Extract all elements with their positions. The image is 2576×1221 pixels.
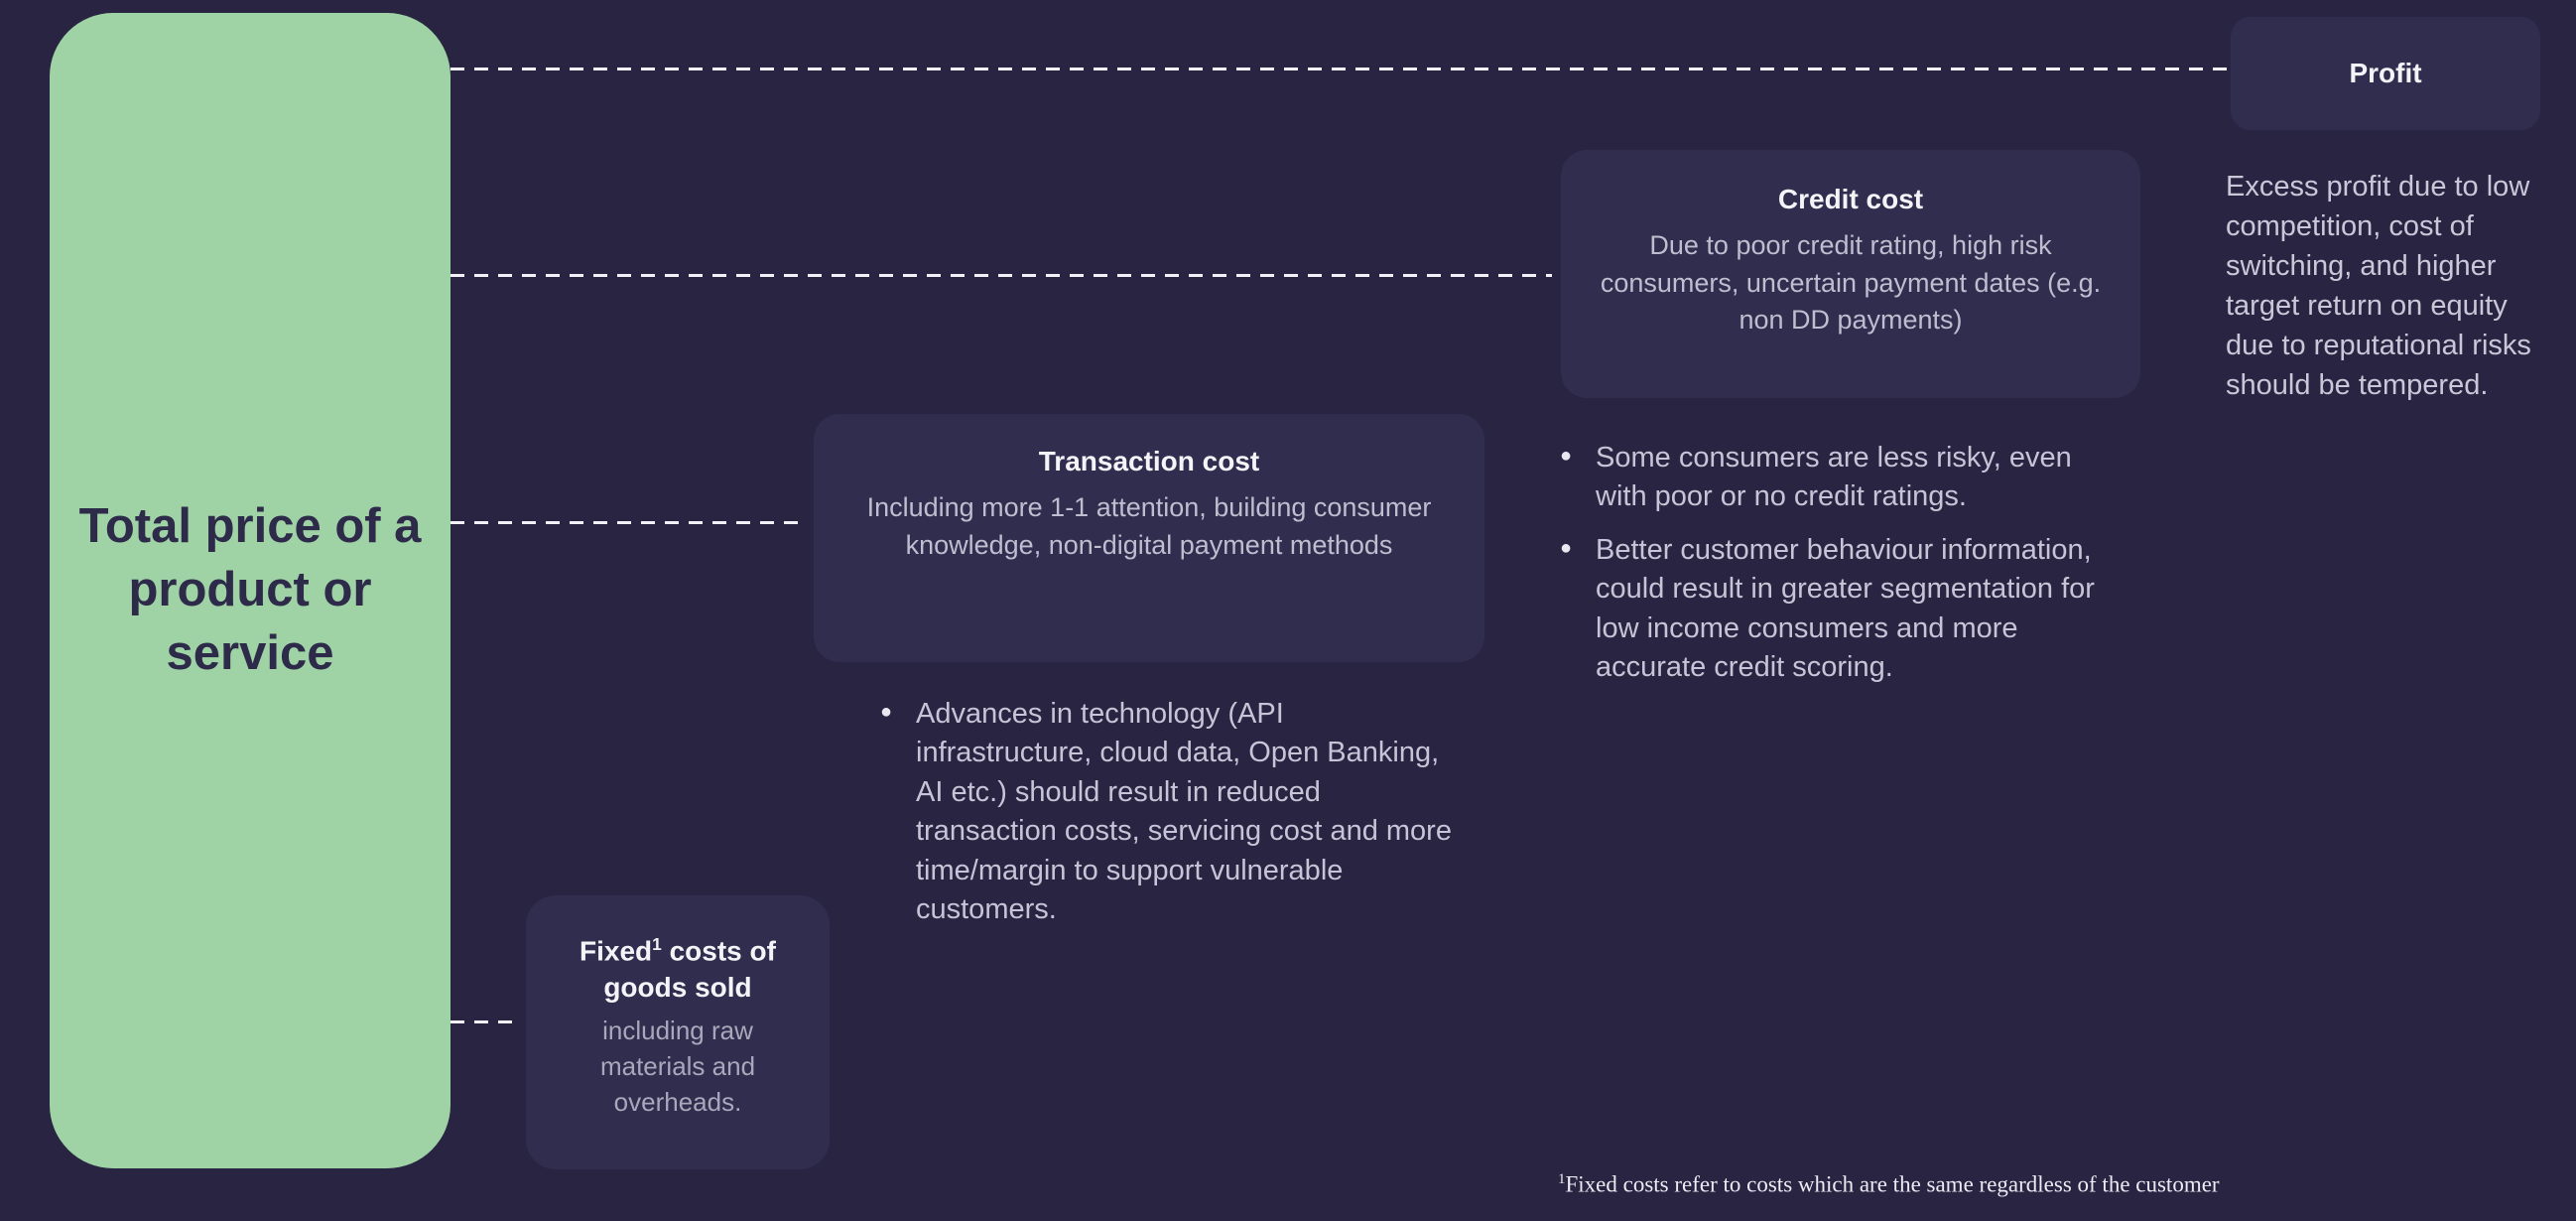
credit-cost-bullet-list: Some consumers are less risky, even with… [1558, 439, 2127, 702]
transaction-cost-bullet: Advances in technology (API infrastructu… [878, 695, 1456, 930]
connector-line-profit [451, 68, 2231, 70]
credit-cost-bullet: Better customer behaviour information, c… [1558, 531, 2127, 688]
fixed-costs-title-prefix: Fixed [580, 935, 653, 967]
footnote-text: Fixed costs refer to costs which are the… [1565, 1171, 2220, 1197]
fixed-costs-body: including raw materials and overheads. [599, 1016, 756, 1117]
fixed-costs-title-suffix: costs of goods sold [603, 935, 776, 1003]
credit-cost-bullet: Some consumers are less risky, even with… [1558, 439, 2127, 517]
profit-card: Profit [2231, 17, 2540, 130]
total-price-box: Total price of a product or service [50, 13, 451, 1168]
profit-title: Profit [2349, 57, 2422, 88]
credit-cost-body: Due to poor credit rating, high risk con… [1600, 230, 2102, 335]
connector-line-fixed [451, 1020, 520, 1023]
profit-description: Excess profit due to low competition, co… [2226, 171, 2531, 402]
credit-cost-card: Credit cost Due to poor credit rating, h… [1561, 150, 2140, 398]
connector-line-transaction [451, 521, 804, 524]
transaction-cost-bullet-list: Advances in technology (API infrastructu… [878, 695, 1456, 944]
fixed-costs-title-superscript: 1 [652, 934, 662, 954]
credit-cost-title: Credit cost [1777, 184, 1924, 214]
connector-line-credit [451, 274, 1552, 277]
footnote: 1Fixed costs refer to costs which are th… [1558, 1171, 2220, 1198]
total-price-label: Total price of a product or service [78, 499, 422, 680]
transaction-cost-title: Transaction cost [1038, 446, 1260, 476]
footnote-superscript: 1 [1558, 1171, 1566, 1187]
fixed-costs-title: Fixed1 costs of goods sold [548, 933, 808, 1006]
transaction-cost-body: Including more 1-1 attention, building c… [866, 492, 1432, 560]
transaction-cost-card: Transaction cost Including more 1-1 atte… [814, 414, 1484, 662]
fixed-costs-card: Fixed1 costs of goods sold including raw… [526, 895, 830, 1169]
